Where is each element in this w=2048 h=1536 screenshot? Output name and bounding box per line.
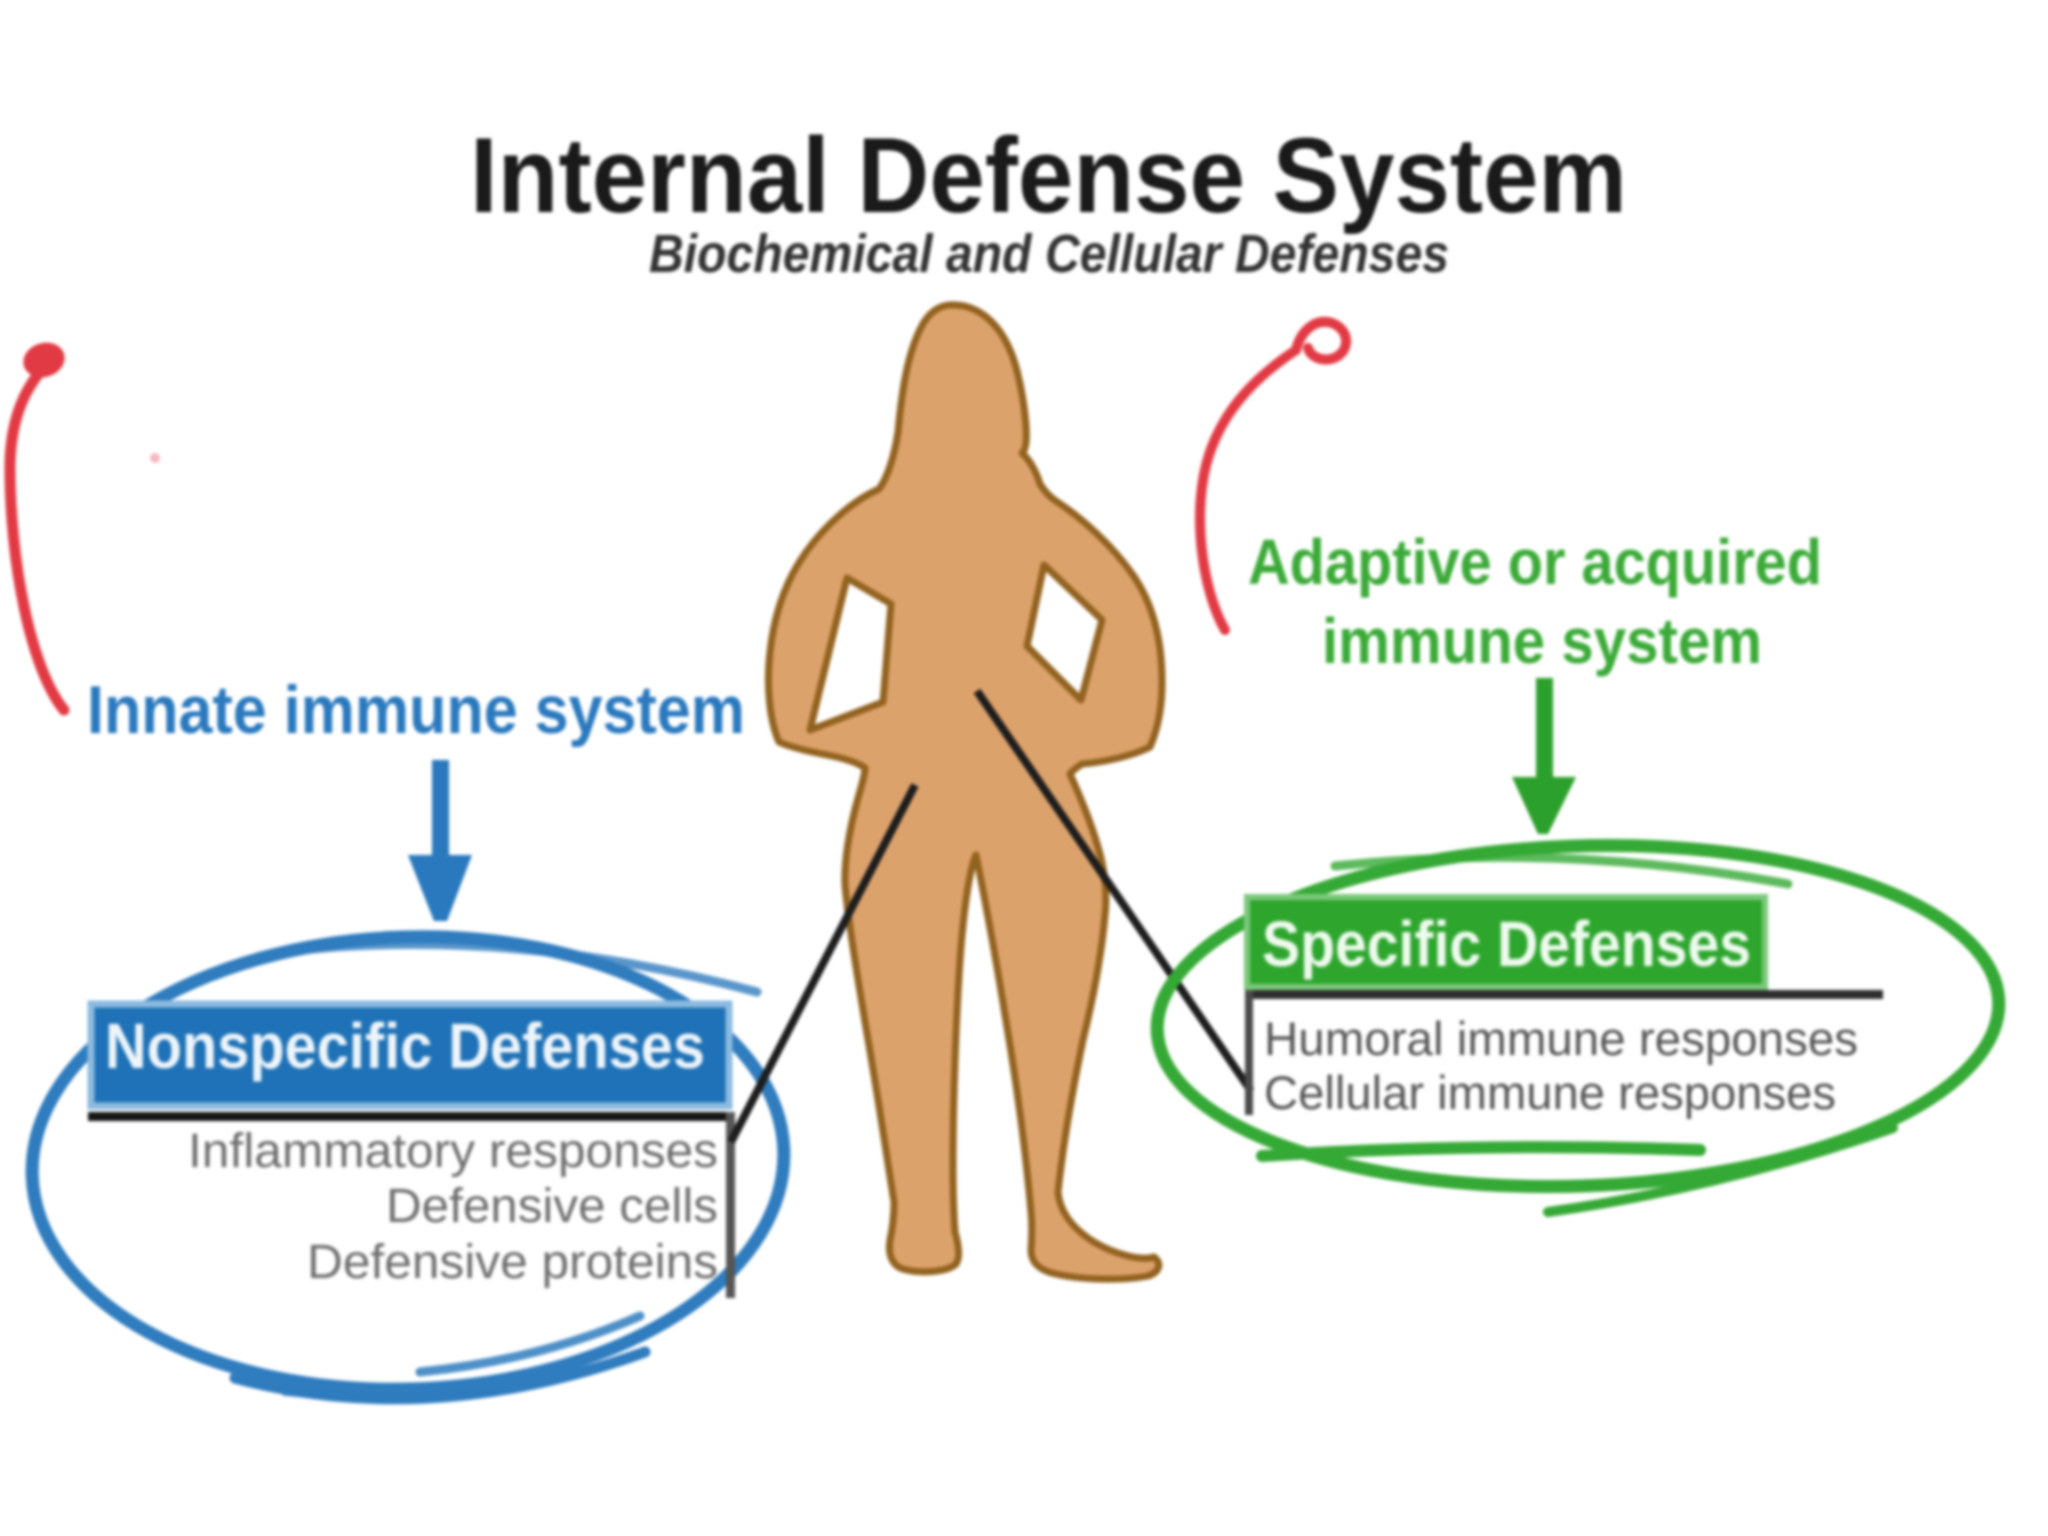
svg-text:immune system: immune system [1322,605,1762,677]
svg-text:Humoral immune responses: Humoral immune responses [1264,1012,1858,1065]
svg-text:Inflammatory responses: Inflammatory responses [188,1125,718,1178]
svg-text:Adaptive or acquired: Adaptive or acquired [1248,526,1822,598]
svg-text:Innate immune system: Innate immune system [87,672,745,748]
svg-text:Defensive cells: Defensive cells [386,1180,718,1233]
svg-text:Specific Defenses: Specific Defenses [1262,908,1751,980]
svg-text:Biochemical and Cellular Defen: Biochemical and Cellular Defenses [649,224,1449,284]
svg-text:Defensive proteins: Defensive proteins [307,1236,718,1289]
svg-text:Internal Defense System: Internal Defense System [470,115,1627,235]
svg-text:Nonspecific Defenses: Nonspecific Defenses [105,1010,705,1082]
svg-text:Cellular immune responses: Cellular immune responses [1264,1066,1836,1119]
